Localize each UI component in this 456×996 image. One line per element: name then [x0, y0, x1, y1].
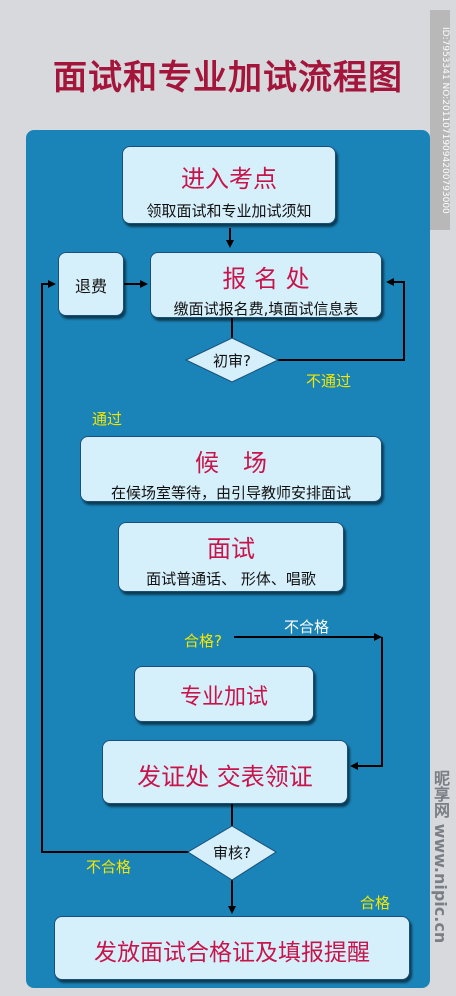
final-certificate-box: 发放面试合格证及填报提醒 [54, 916, 410, 980]
waiting-title: 候 场 [195, 449, 267, 477]
diamond-first-review [184, 337, 280, 383]
registration-subtitle: 缴面试报名费,填面试信息表 [173, 300, 359, 318]
qualified-label: 合格 [360, 894, 391, 912]
pass-label: 通过 [92, 410, 123, 428]
not-qualified-label-top: 不合格 [284, 618, 330, 636]
not-qualified-label-bottom: 不合格 [86, 858, 132, 876]
waiting-room-box: 候 场 在候场室等待，由引导教师安排面试 [80, 436, 382, 502]
registration-box: 报 名 处 缴面试报名费,填面试信息表 [150, 252, 382, 318]
refund-box: 退费 [58, 252, 124, 316]
registration-title: 报 名 处 [222, 265, 310, 293]
interview-title: 面试 [207, 535, 255, 563]
qualified-question-label: 合格? [184, 632, 222, 650]
interview-subtitle: 面试普通话、 形体、唱歌 [146, 570, 316, 588]
certificate-office-box: 发证处 交表领证 [102, 740, 348, 804]
not-pass-label: 不通过 [306, 372, 352, 390]
extra-test-title: 专业加试 [179, 685, 268, 710]
arrow-not-pass-loop [278, 278, 405, 361]
enter-title: 进入考点 [181, 165, 277, 193]
page-title: 面试和专业加试流程图 [53, 58, 403, 98]
first-review-label: 初审? [213, 352, 251, 370]
watermark-site: 昵享网 www.nipic.cn [431, 770, 450, 944]
enter-exam-site-box: 进入考点 领取面试和专业加试须知 [122, 146, 336, 224]
certificate-title: 发证处 交表领证 [137, 763, 313, 791]
arrow-to-certificate [350, 637, 383, 770]
refund-label: 退费 [74, 277, 107, 296]
interview-box: 面试 面试普通话、 形体、唱歌 [118, 522, 344, 592]
final-title: 发放面试合格证及填报提醒 [94, 940, 370, 966]
diamond-audit [187, 825, 277, 881]
waiting-subtitle: 在候场室等待，由引导教师安排面试 [110, 484, 351, 502]
arrow-audit-fail-loop [41, 280, 190, 853]
watermark-id: ID:7953341 NO:20110719094200793000 [430, 10, 450, 230]
extra-test-box: 专业加试 [134, 666, 314, 722]
audit-label: 审核? [213, 844, 251, 862]
enter-subtitle: 领取面试和专业加试须知 [146, 202, 312, 220]
